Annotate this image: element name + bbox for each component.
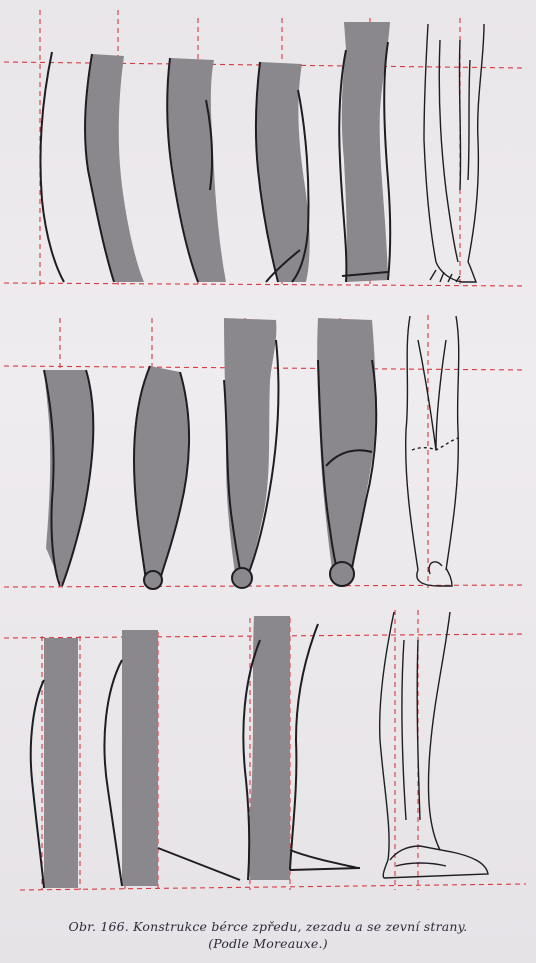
side-stage-1 — [44, 638, 78, 888]
front-stage-3 — [167, 58, 226, 282]
back-stage-1 — [44, 370, 94, 586]
front-stage-5 — [341, 22, 390, 282]
side-stage-3 — [248, 616, 290, 880]
side-stage-2 — [122, 630, 158, 886]
side-stage-4 — [379, 611, 489, 879]
caption-source: (Podle Moreauxe.) — [208, 936, 328, 951]
back-stage-5 — [405, 315, 460, 587]
front-stage-1 — [39, 51, 65, 283]
leg-construction-plate — [3, 10, 527, 891]
row-front — [39, 22, 485, 283]
front-stage-4 — [255, 62, 310, 282]
back-stage-3 — [224, 318, 277, 580]
front-stage-6 — [423, 23, 485, 283]
figure-caption: Obr. 166. Konstrukce bérce zpředu, zezad… — [0, 918, 536, 952]
caption-title: Obr. 166. Konstrukce bérce zpředu, zezad… — [68, 919, 468, 934]
back-stage-4 — [317, 318, 376, 584]
row-back — [43, 315, 460, 590]
front-stage-2 — [85, 54, 144, 282]
row-side — [29, 611, 489, 889]
